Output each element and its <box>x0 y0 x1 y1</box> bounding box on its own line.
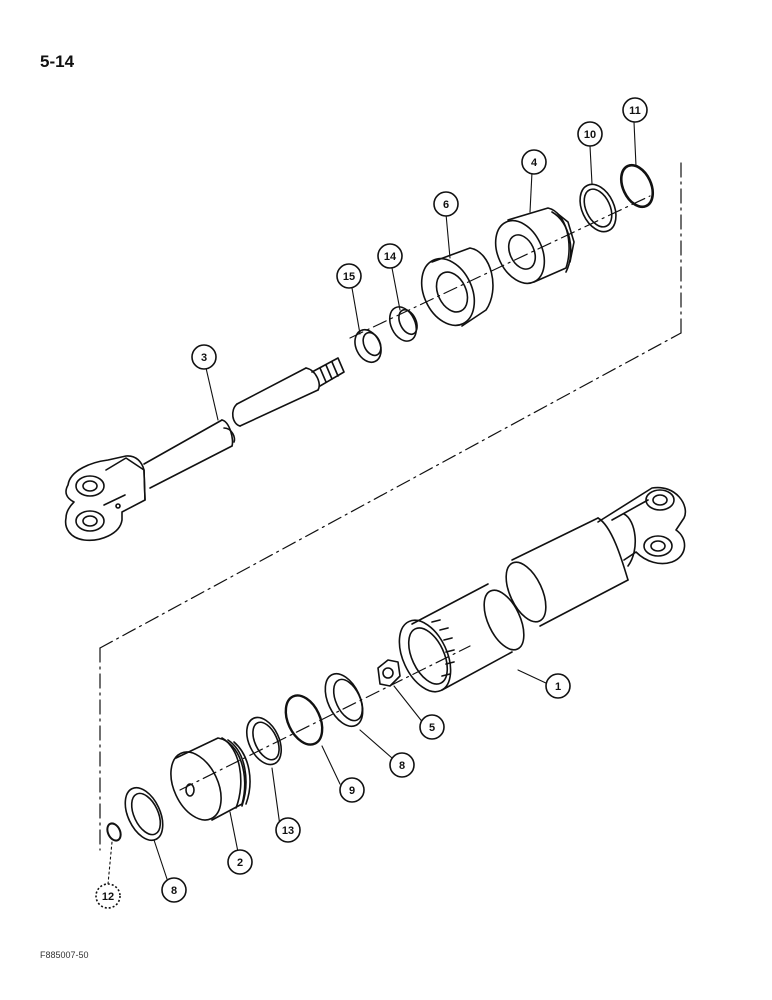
part-6-gland-nut <box>420 247 494 327</box>
callout-label-1: 1 <box>555 681 561 693</box>
part-13-ring <box>245 716 283 766</box>
callout-label-8-upper: 8 <box>399 760 405 772</box>
callout-label-15: 15 <box>343 271 355 283</box>
callout-3: 3 <box>191 344 217 370</box>
callout-1: 1 <box>545 673 571 699</box>
callout-8-upper: 8 <box>389 752 415 778</box>
callout-15: 15 <box>336 263 362 289</box>
callout-8-lower: 8 <box>161 877 187 903</box>
callout-label-3: 3 <box>201 352 207 364</box>
part-9-o-ring <box>284 694 324 746</box>
part-8-upper-ring <box>324 672 364 728</box>
callout-label-4: 4 <box>531 157 538 169</box>
callout-label-5: 5 <box>429 722 435 734</box>
part-4-cylinder-head <box>494 207 575 285</box>
callout-label-10: 10 <box>584 129 596 141</box>
callout-label-14: 14 <box>384 251 397 263</box>
part-15-ring <box>354 328 382 364</box>
callout-label-12: 12 <box>102 891 114 903</box>
callout-label-2: 2 <box>237 857 243 869</box>
callout-label-13: 13 <box>282 825 294 837</box>
part-10-backup-ring <box>579 183 617 233</box>
callouts: 1 2 3 4 5 6 8 8 9 10 11 12 13 14 15 <box>95 97 648 909</box>
piston-rod <box>64 357 345 542</box>
part-5-lock-nut <box>377 659 401 687</box>
page-number: 5-14 <box>40 52 75 71</box>
cylinder-barrel <box>398 486 687 693</box>
part-12-small-o-ring <box>106 822 122 842</box>
leader-lines <box>107 121 637 885</box>
callout-5: 5 <box>419 714 445 740</box>
part-8-lower-ring <box>124 786 164 842</box>
callout-6: 6 <box>433 191 459 217</box>
part-14-ring <box>388 306 418 342</box>
callout-12: 12 <box>95 883 121 909</box>
callout-2: 2 <box>227 849 253 875</box>
callout-14: 14 <box>377 243 403 269</box>
callout-label-6: 6 <box>443 199 449 211</box>
part-11-o-ring <box>619 163 655 209</box>
callout-11: 11 <box>622 97 648 123</box>
callout-13: 13 <box>275 817 301 843</box>
callout-4: 4 <box>521 149 547 175</box>
callout-label-9: 9 <box>349 785 355 797</box>
callout-9: 9 <box>339 777 365 803</box>
callout-label-8-lower: 8 <box>171 885 177 897</box>
callout-10: 10 <box>577 121 603 147</box>
part-2-piston <box>170 737 251 821</box>
figure-code: F885007-50 <box>40 950 89 960</box>
callout-label-11: 11 <box>629 105 641 117</box>
